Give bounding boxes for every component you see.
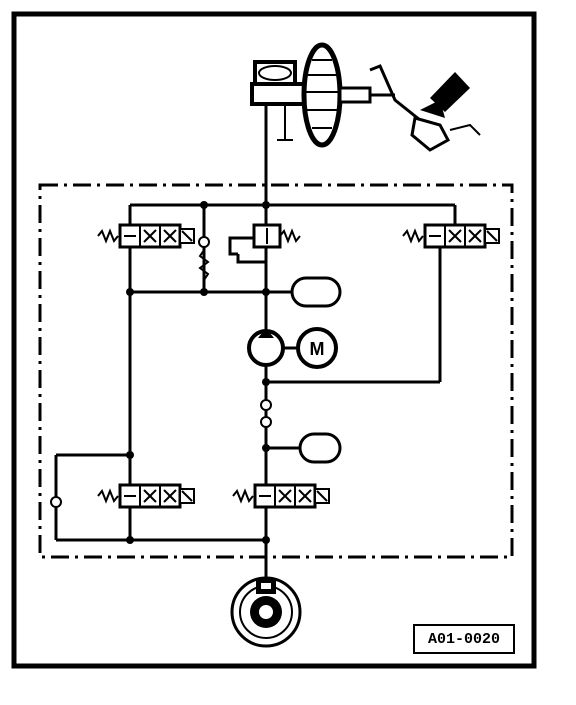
accumulator-lower [298, 432, 342, 464]
check-valve-upper [260, 399, 272, 428]
wheel-brake [230, 576, 302, 648]
figure-code-label: A01-0020 [413, 624, 515, 654]
check-valve-left [50, 496, 62, 508]
outlet-valve-top-right [402, 223, 500, 249]
junction-dots [126, 201, 270, 544]
switchover-valve [252, 223, 301, 249]
master-cylinder-brake-booster [250, 42, 395, 148]
outer-frame [11, 11, 537, 669]
accumulator-upper [290, 276, 342, 308]
hydraulic-lines [54, 104, 457, 580]
inlet-valve-top-left [97, 223, 195, 249]
pressure-relief-valve [198, 236, 210, 281]
control-unit-boundary [38, 183, 514, 559]
outlet-valve-bottom-center [232, 483, 330, 509]
motor-label: M [310, 339, 325, 359]
motor: M [296, 327, 338, 369]
inlet-valve-bottom-left [97, 483, 195, 509]
pump [247, 328, 298, 367]
brake-pedal [369, 64, 481, 152]
